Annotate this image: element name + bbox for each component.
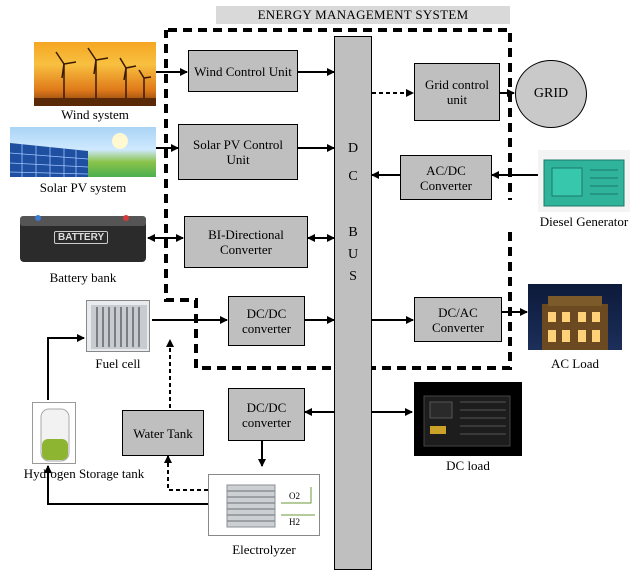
wind-turbine-icon: [34, 47, 156, 106]
hydrogen-tank-icon: [40, 408, 70, 462]
dc-bus: D C B U S: [334, 36, 372, 570]
electrolyzer-image: O2 H2: [208, 474, 320, 536]
diesel-generator-image: [538, 150, 630, 212]
ems-boundary: [164, 28, 512, 370]
grid-control-unit: Grid control unit: [414, 63, 500, 121]
wind-turbine-image: [34, 42, 156, 106]
bus-letter: U: [347, 247, 359, 262]
electrolyzer-to-tank-dotted: [164, 455, 208, 491]
solar-system-label: Solar PV system: [39, 180, 127, 195]
fuel-cell-label: Fuel cell: [95, 356, 141, 371]
battery-image: BATTERY: [18, 212, 148, 266]
dcdc-converter-fuel: DC/DC converter: [228, 296, 305, 346]
bus-letter: S: [349, 269, 357, 284]
electrolyzer-icon: [226, 484, 315, 528]
fuel-cell-image: [86, 300, 150, 352]
ems-header: ENERGY MANAGEMENT SYSTEM: [216, 6, 510, 24]
solar-control-unit: Solar PV Control Unit: [178, 124, 298, 180]
hydrogen-storage-label: Hydrogen Storage tank: [23, 466, 145, 481]
bus-letter: B: [348, 225, 358, 240]
water-tank: Water Tank: [122, 410, 204, 456]
wind-system-label: Wind system: [61, 107, 129, 122]
dc-load-image: [414, 382, 522, 456]
building-icon: [542, 296, 608, 350]
electrolyzer-to-hydrogen-arrow: [44, 465, 208, 505]
o2-label: O2: [289, 491, 300, 501]
battery-text: BATTERY: [54, 231, 109, 244]
bus-letter: D: [347, 141, 359, 156]
grid-circle: GRID: [515, 60, 587, 128]
dcac-converter: DC/AC Converter: [414, 297, 502, 342]
diesel-generator-icon: [543, 159, 625, 207]
h2-label: H2: [289, 517, 300, 527]
solar-panel-image: [10, 127, 156, 177]
dc-load-label: DC load: [446, 458, 490, 473]
ac-load-label: AC Load: [550, 356, 600, 371]
diesel-generator-label: Diesel Generator: [539, 214, 629, 229]
battery-bank-label: Battery bank: [49, 270, 117, 285]
hydrogen-to-fuel-arrow: [47, 334, 85, 400]
acdc-converter: AC/DC Converter: [400, 155, 492, 200]
load-bank-icon: [423, 395, 511, 447]
battery-icon: [20, 215, 146, 262]
electrolyzer-label: Electrolyzer: [232, 542, 296, 557]
hydrogen-tank-image: [32, 402, 76, 464]
wind-control-unit: Wind Control Unit: [188, 50, 298, 92]
solar-panel-icon: [10, 133, 128, 177]
fuel-cell-icon: [91, 305, 147, 349]
bus-letter: C: [348, 169, 358, 184]
dcdc-converter-electrolyzer: DC/DC converter: [228, 388, 305, 441]
ac-load-image: [528, 284, 622, 350]
bidirectional-converter: BI-Directional Converter: [184, 216, 308, 268]
